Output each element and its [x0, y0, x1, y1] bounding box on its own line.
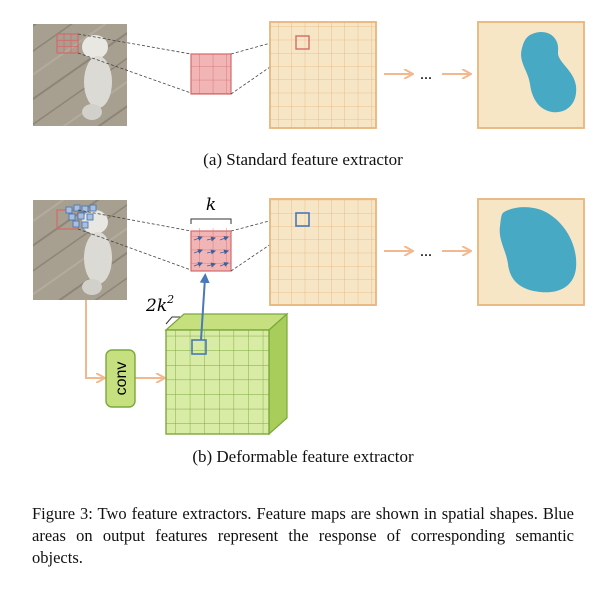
panel-b: k ... [33, 195, 585, 436]
two-k-exp: 2 [166, 293, 174, 306]
panel-a: ... [33, 21, 585, 129]
arrow-right-icon [85, 300, 104, 378]
offset-cube [164, 312, 289, 436]
output-map-b [477, 198, 585, 306]
conv-block: conv [105, 349, 136, 408]
figure-caption: Figure 3: Two feature extractors. Featur… [32, 504, 574, 567]
kernel-b [190, 228, 232, 272]
kernel-a [190, 53, 232, 95]
dog-photo-a [33, 24, 127, 126]
arrow-up-icon [199, 273, 210, 341]
output-map-a [477, 21, 585, 129]
panel-b-caption: (b) Deformable feature extractor [192, 447, 414, 466]
ellipsis-a: ... [420, 66, 432, 83]
panel-a-caption: (a) Standard feature extractor [203, 150, 403, 169]
k-label: k [206, 195, 216, 215]
two-k-coeff: 2k [145, 296, 167, 316]
two-k-squared-label: 2k2 [145, 293, 174, 316]
dog-photo-b [33, 200, 127, 300]
feature-map-a [269, 21, 377, 129]
ellipsis-b: ... [420, 243, 432, 260]
conv-label: conv [113, 362, 130, 396]
brace-icon [190, 218, 232, 224]
feature-map-b [269, 198, 377, 306]
deformable-vs-standard-figure: ... k [33, 21, 585, 436]
